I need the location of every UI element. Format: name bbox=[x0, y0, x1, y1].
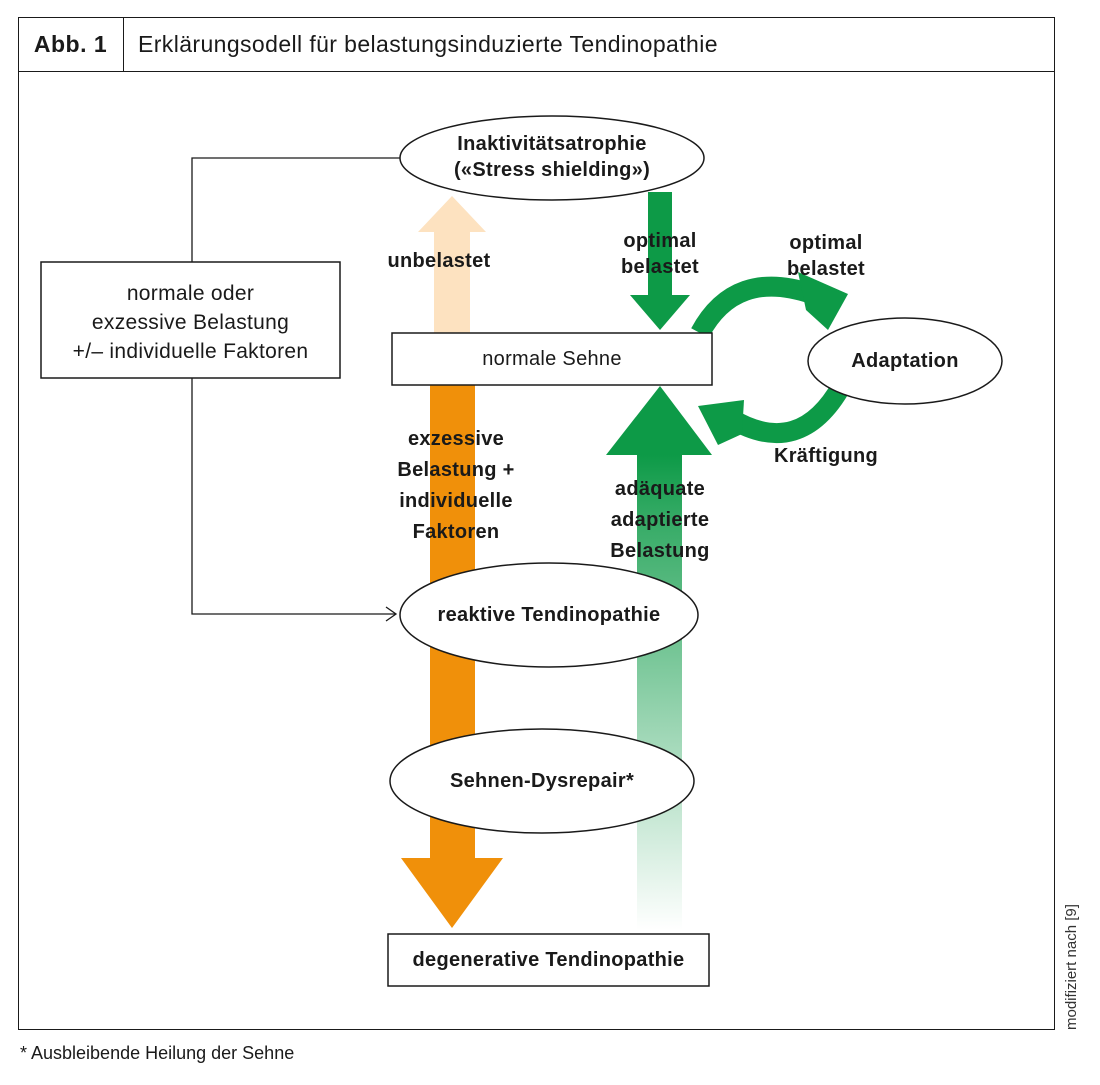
figure-frame bbox=[18, 17, 1055, 1030]
connector-line-bottom bbox=[191, 378, 395, 615]
edge-label-optimal-belastet: optimal belastet bbox=[621, 230, 699, 278]
node-normale-sehne bbox=[391, 332, 713, 386]
node-normale-sehne-label: normale Sehne bbox=[482, 348, 622, 370]
arrow-adaequate-shaft bbox=[637, 455, 682, 930]
node-dysrepair-label: Sehnen-Dysrepair* bbox=[449, 770, 635, 792]
arrow-adaequate-head bbox=[606, 386, 712, 455]
edge-label-adaequate: adäquate adaptierte Belastung bbox=[610, 478, 710, 562]
node-adaptation-label: Adaptation bbox=[851, 350, 959, 372]
node-adaptation bbox=[807, 317, 1003, 405]
figure-label: Abb. 1 bbox=[18, 17, 124, 71]
connector-line-top bbox=[191, 157, 400, 262]
edge-label-kraeftigung: Kräftigung bbox=[773, 445, 879, 467]
figure-footnote: * Ausbleibende Heilung der Sehne bbox=[20, 1043, 295, 1063]
arrow-optimal-loop-head bbox=[798, 272, 848, 330]
node-degenerative-tendinopathie bbox=[387, 933, 710, 987]
arrow-unbelastet bbox=[418, 196, 486, 333]
node-reaktive-label: reaktive Tendinopathie bbox=[437, 604, 661, 626]
arrow-optimal-belastet bbox=[630, 192, 690, 330]
arrow-kraeftigung-loop bbox=[724, 379, 851, 443]
node-sehnen-dysrepair bbox=[389, 728, 695, 834]
edge-label-unbelastet: unbelastet bbox=[387, 250, 491, 272]
node-belastung-box bbox=[40, 261, 341, 379]
figure-source: modifiziert nach [9] bbox=[1063, 904, 1080, 1030]
arrow-exzessive-belastung bbox=[401, 385, 503, 928]
connector-arrowhead bbox=[385, 606, 398, 622]
figure-title: Erklärungsodell für belastungsinduzierte… bbox=[138, 30, 718, 57]
edge-label-exzessive: exzessive Belastung + individuelle Fakto… bbox=[397, 428, 515, 543]
node-degenerative-label: degenerative Tendinopathie bbox=[412, 949, 685, 971]
arrow-kraeftigung-head bbox=[698, 400, 744, 445]
header-divider bbox=[18, 71, 1055, 72]
node-inaktivitaetsatrophie bbox=[399, 115, 705, 201]
node-reaktive-tendinopathie bbox=[399, 562, 699, 668]
node-belastung-label: normale oder exzessive Belastung +/– ind… bbox=[72, 282, 309, 363]
node-inaktivitaet-label: Inaktivitätsatrophie («Stress shielding»… bbox=[453, 133, 651, 181]
edge-label-optimal-loop: optimal belastet bbox=[787, 232, 865, 280]
arrow-optimal-loop bbox=[691, 276, 816, 339]
